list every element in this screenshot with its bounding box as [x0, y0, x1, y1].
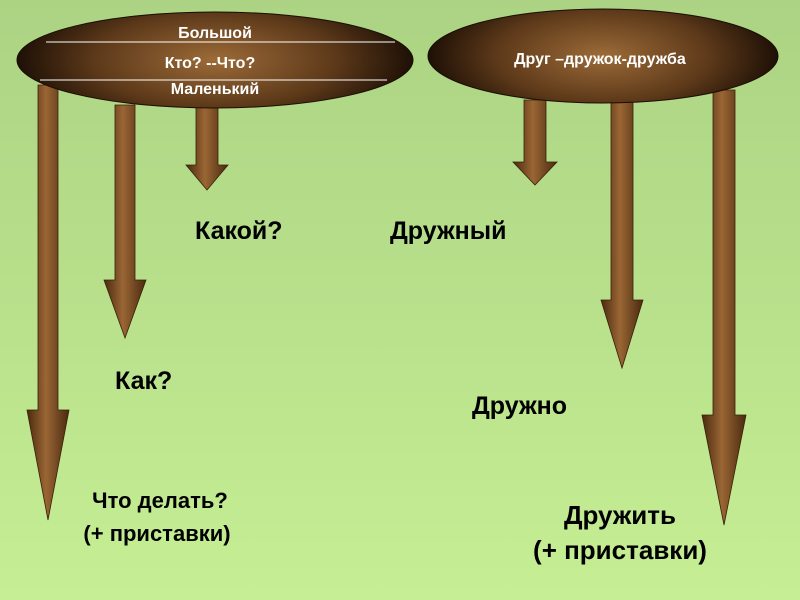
right-oval: Друг –дружок-дружба: [427, 8, 779, 104]
arrow-down-icon: [103, 104, 147, 340]
label-kakoy: Какой?: [195, 217, 283, 245]
oval-text-malenky: Маленький: [171, 81, 259, 98]
arrow-down-icon: [185, 104, 229, 191]
label-chto-delat-sub: (+ приставки): [83, 521, 230, 546]
label-druzhit: Дружить: [564, 500, 676, 530]
label-druzhno: Дружно: [472, 392, 567, 420]
arrow-down-icon: [26, 84, 70, 521]
arrows: [26, 84, 747, 526]
oval-text-drug: Друг –дружок-дружба: [514, 51, 686, 68]
arrow-down-icon: [512, 99, 558, 186]
label-druzhny: Дружный: [390, 217, 507, 245]
left-oval: Большой Кто? --Что? Маленький: [16, 11, 414, 109]
label-chto-delat: Что делать?: [92, 488, 228, 513]
label-kak: Как?: [115, 367, 172, 395]
oval-text-kto-chto: Кто? --Что?: [165, 55, 255, 72]
arrow-down-icon: [600, 99, 644, 370]
arrow-down-icon: [701, 89, 747, 526]
oval-text-bolshoy: Большой: [178, 25, 252, 42]
label-druzhit-sub: (+ приставки): [533, 535, 707, 565]
